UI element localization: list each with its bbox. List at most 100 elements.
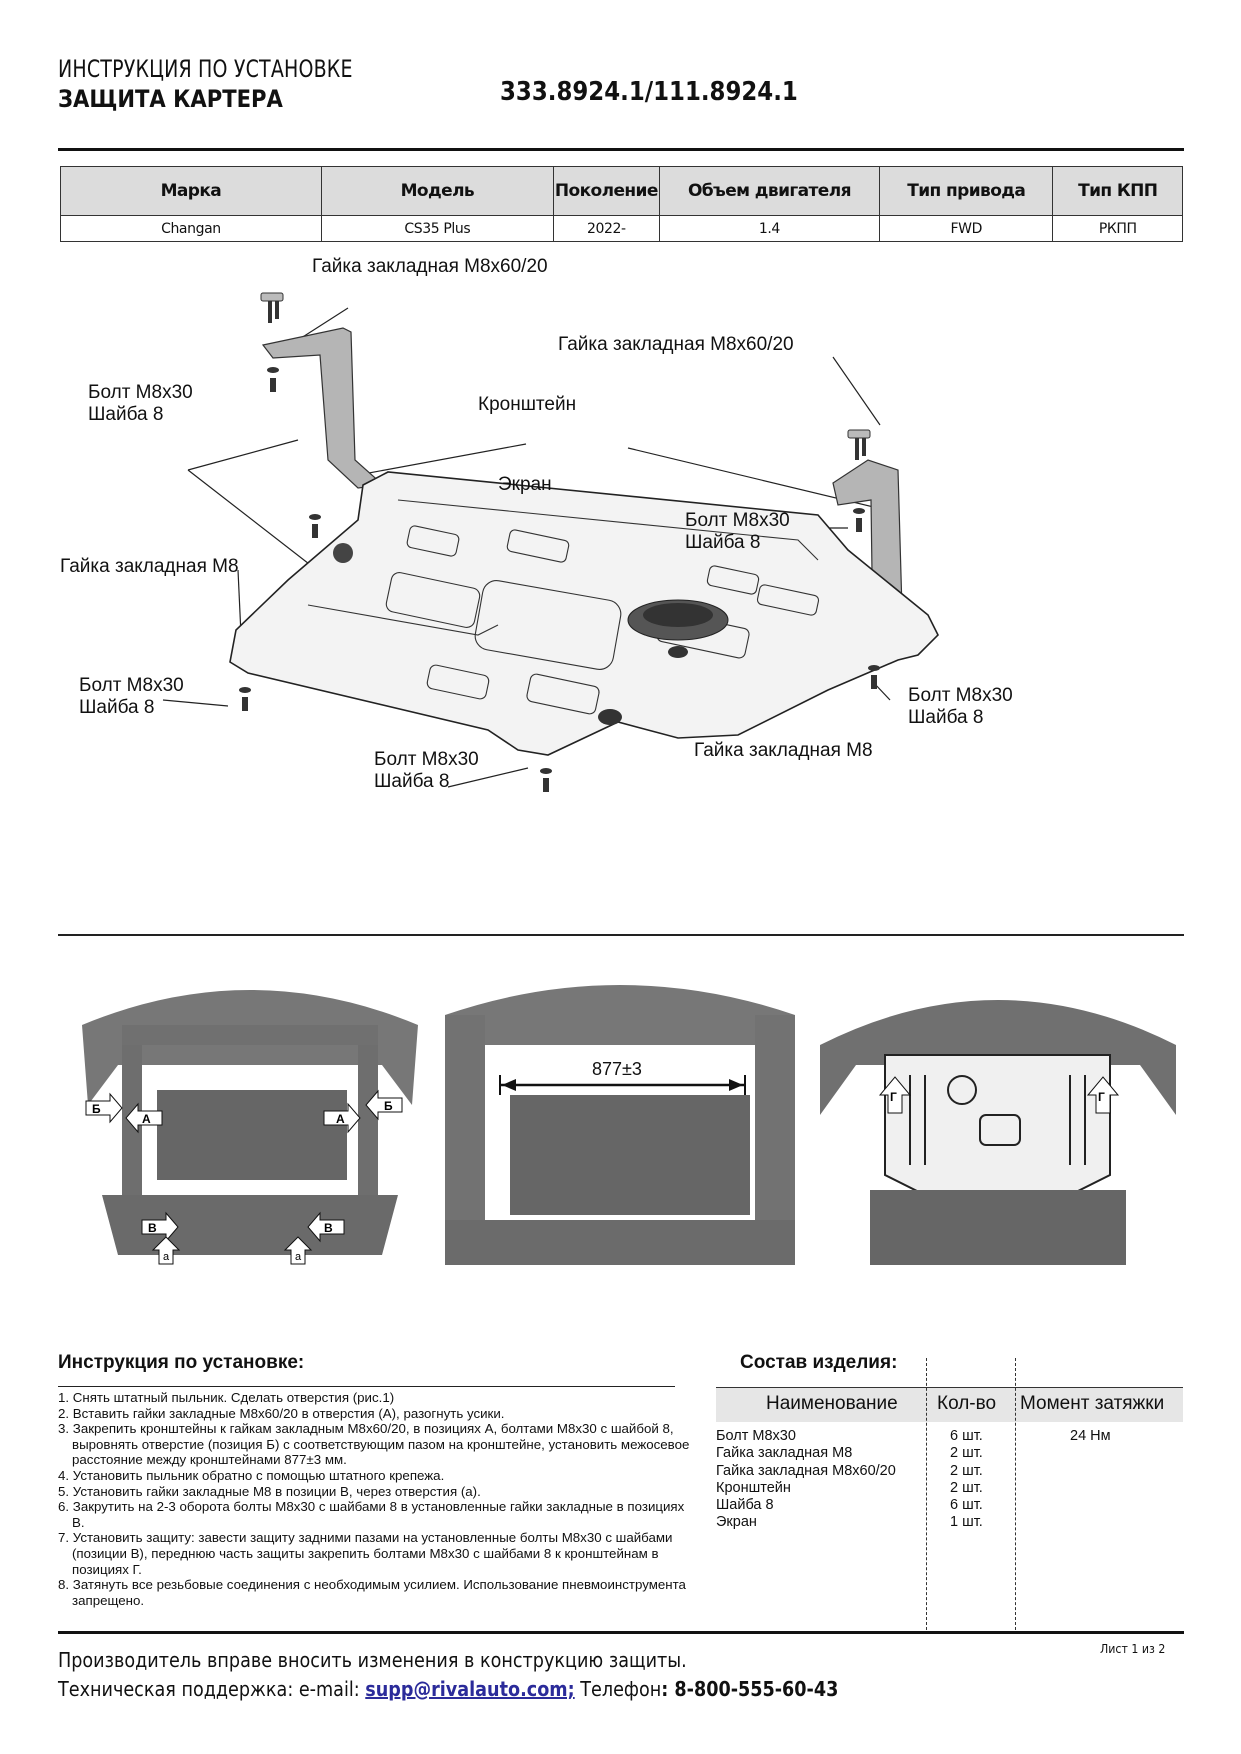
comp-header-name: Наименование [766,1393,898,1414]
spec-header-row: Марка Модель Поколение Объем двигателя Т… [60,166,1183,216]
composition-header-row [716,1387,1183,1422]
cell-generation: 2022- [552,215,660,242]
instruction-step: 7. Установить защиту: завести защиту зад… [58,1530,673,1577]
cell-model: CS35 Plus [320,215,554,242]
support-email-link[interactable]: supp@rivalauto.com; [365,1677,575,1701]
comp-item-qty: 6 шт. [950,1497,983,1514]
photo-positions-a-b-v: Б А А Б В В а а [62,965,438,1265]
comp-item-torque: 24 Нм [1070,1428,1111,1444]
label-nut-m8-left: Гайка закладная M8 [60,556,239,577]
comp-item-qty: 1 шт. [950,1514,983,1531]
comp-item-name: Экран [716,1514,757,1531]
marker-b-left: Б [85,1092,123,1124]
instruction-step: 3. Закрепить кронштейны к гайкам закладн… [58,1421,690,1468]
marker-v-right: В [307,1211,345,1243]
spec-data-row: Changan CS35 Plus 2022- 1.4 FWD РКПП [60,215,1183,242]
label-bracket: Кронштейн [478,394,577,415]
label-nut-m8x60-right: Гайка закладная M8x60/20 [558,334,794,355]
cell-engine: 1.4 [658,215,881,242]
svg-text:Г: Г [1098,1090,1105,1104]
svg-text:а: а [163,1251,170,1263]
label-screen: Экран [498,474,552,495]
skid-plate-drawing [162,292,939,792]
support-phone: : 8-800-555-60-43 [661,1677,839,1701]
fasteners [239,292,880,792]
embedded-nut-top [333,543,353,563]
marker-b-right: Б [365,1089,403,1121]
embedded-nut-bottom [598,709,622,725]
column-divider [1015,1358,1016,1630]
comp-item-qty: 2 шт. [950,1479,983,1496]
cell-make: Changan [60,215,322,242]
disclaimer: Производитель вправе вносить изменения в… [58,1648,687,1672]
marker-v-left: В [141,1211,179,1243]
page-number: Лист 1 из 2 [1100,1641,1166,1656]
svg-text:Г: Г [890,1090,897,1104]
instructions-rule [58,1386,675,1387]
comp-item-qty: 6 шт. [950,1428,983,1444]
label-nut-m8-bottom: Гайка закладная M8 [694,740,873,761]
doc-title-line1: ИНСТРУКЦИЯ ПО УСТАНОВКЕ [58,55,353,83]
comp-item-qty: 2 шт. [950,1445,983,1462]
left-bracket [261,327,385,489]
svg-text:В: В [324,1221,333,1235]
comp-item-qty: 2 шт. [950,1462,983,1479]
support-prefix: Техническая поддержка: e-mail: [58,1677,366,1701]
photo-bracket-distance: 877±3 [440,965,800,1265]
comp-item-name: Гайка закладная M8x60/20 [716,1462,896,1479]
cell-drive: FWD [879,215,1054,242]
marker-a-small-left: а [151,1236,181,1265]
comp-torque-column: 24 Нм [1070,1428,1111,1445]
exploded-assembly-diagram: Гайка закладная M8x60/20 Гайка закладная… [58,256,1184,900]
support-line: Техническая поддержка: e-mail: supp@riva… [58,1677,838,1701]
cell-gearbox: РКПП [1052,215,1183,242]
col-header-engine: Объем двигателя [658,166,881,216]
marker-a-right: А [323,1102,361,1134]
marker-a-left: А [125,1102,163,1134]
comp-item-name: Болт M8x30 [716,1428,796,1444]
photo-installed-skid-plate: Г Г [810,965,1186,1265]
composition-title: Состав изделия: [740,1352,898,1373]
label-nut-m8x60-left: Гайка закладная M8x60/20 [312,256,548,277]
marker-g-right: Г [1086,1076,1120,1114]
marker-a-small-right: а [283,1236,313,1265]
footer-divider [58,1631,1184,1634]
svg-text:А: А [336,1112,345,1126]
col-header-make: Марка [60,166,322,216]
instructions-list: 1. Снять штатный пыльник. Сделать отверс… [58,1390,698,1608]
header-divider [58,148,1184,151]
comp-qty-column: 6 шт. 2 шт. 2 шт. 2 шт. 6 шт. 1 шт. [950,1428,983,1532]
section-divider [58,934,1184,936]
column-divider [926,1358,927,1630]
instruction-step: 5. Установить гайки закладные M8 в позиц… [58,1483,481,1499]
comp-header-qty: Кол-во [937,1393,997,1414]
col-header-gearbox: Тип КПП [1052,166,1183,216]
svg-text:Б: Б [92,1102,101,1116]
doc-title-line2: ЗАЩИТА КАРТЕРА [58,85,283,113]
comp-item-name: Шайба 8 [716,1497,774,1514]
col-header-generation: Поколение [552,166,660,216]
installed-plate [884,1054,1111,1196]
svg-text:Б: Б [384,1099,393,1113]
instruction-step: 2. Вставить гайки закладные M8x60/20 в о… [58,1405,505,1421]
marker-g-left: Г [878,1076,912,1114]
svg-text:А: А [142,1112,151,1126]
dimension-label: 877±3 [592,1059,642,1079]
phone-prefix: Телефон [574,1677,662,1701]
svg-text:В: В [148,1221,157,1235]
comp-item-name: Кронштейн [716,1479,791,1496]
comp-header-torque: Момент затяжки [1020,1393,1165,1414]
instruction-step: 4. Установить пыльник обратно с помощью … [58,1467,445,1483]
instruction-step: 8. Затянуть все резьбовые соединения с н… [58,1577,686,1608]
col-header-model: Модель [320,166,554,216]
instruction-step: 6. Закрутить на 2-3 оборота болты M8x30 … [58,1499,685,1530]
vehicle-spec-table: Марка Модель Поколение Объем двигателя Т… [60,166,1183,242]
article-number: 333.8924.1/111.8924.1 [500,77,798,107]
comp-item-name: Гайка закладная M8 [716,1445,853,1462]
svg-text:а: а [295,1251,302,1263]
